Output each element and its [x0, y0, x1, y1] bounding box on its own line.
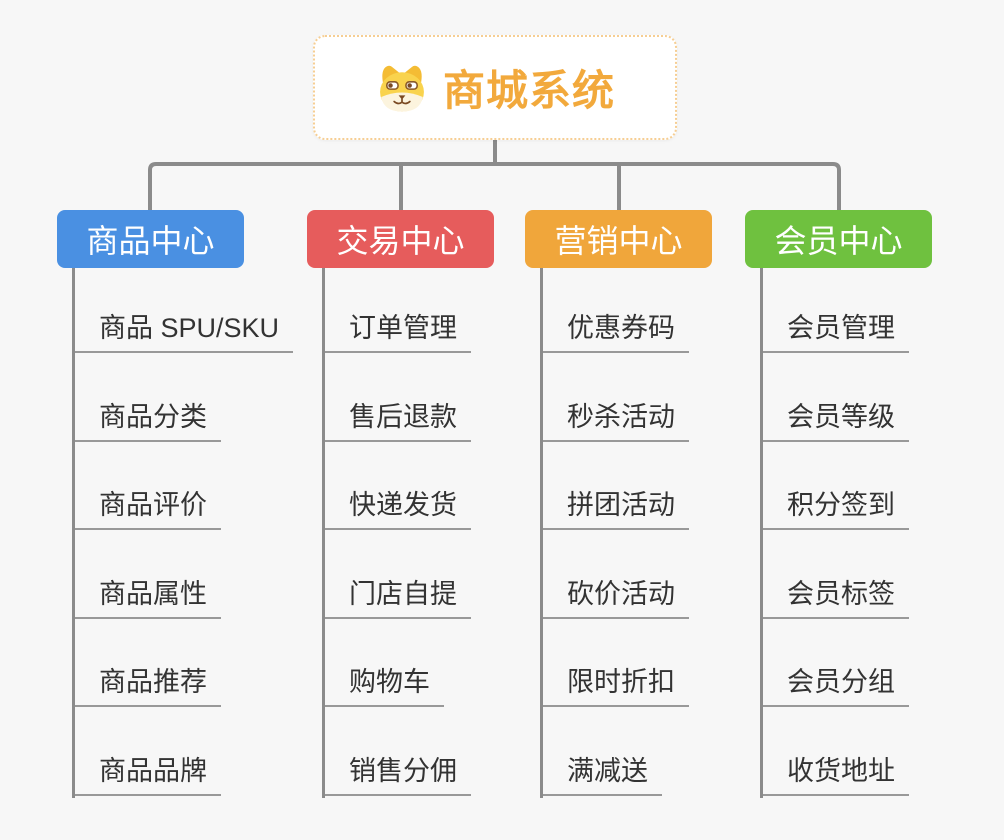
branch-label: 商品中心: [86, 223, 215, 259]
leaf-label: 秒杀活动: [540, 395, 689, 442]
leaf-node[interactable]: 售后退款: [322, 353, 567, 442]
branch-trunk-line: [540, 268, 543, 798]
leaf-node[interactable]: 会员分组: [760, 619, 1004, 708]
leaf-label: 订单管理: [322, 306, 471, 353]
branch-label: 会员中心: [774, 223, 903, 259]
leaf-node[interactable]: 会员等级: [760, 353, 1004, 442]
branch-node-marketing-center[interactable]: 营销中心: [525, 210, 712, 268]
leaf-node[interactable]: 销售分佣: [322, 707, 567, 796]
branch-label: 营销中心: [554, 223, 683, 259]
leaf-label: 购物车: [322, 660, 444, 708]
leaf-label: 砍价活动: [540, 572, 689, 619]
leaf-label: 限时折扣: [540, 660, 689, 708]
leaf-node[interactable]: 拼团活动: [540, 442, 785, 531]
leaf-label: 拼团活动: [540, 483, 689, 531]
leaf-label: 商品推荐: [72, 660, 221, 708]
branch-node-product-center[interactable]: 商品中心: [57, 210, 244, 268]
branch-trunk-line: [322, 268, 325, 798]
leaf-label: 会员等级: [760, 395, 909, 442]
branch-bus-line: [148, 162, 841, 210]
leaf-node[interactable]: 满减送: [540, 707, 785, 796]
branch-trunk-line: [72, 268, 75, 798]
branch-trunk-line: [760, 268, 763, 798]
leaf-node[interactable]: 会员标签: [760, 530, 1004, 619]
leaf-label: 销售分佣: [322, 749, 471, 796]
leaf-label: 会员分组: [760, 660, 909, 708]
leaf-label: 商品分类: [72, 395, 221, 442]
leaf-list-marketing-center: 优惠券码秒杀活动拼团活动砍价活动限时折扣满减送: [540, 268, 785, 796]
leaf-label: 积分签到: [760, 483, 909, 531]
leaf-label: 满减送: [540, 749, 662, 796]
leaf-list-product-center: 商品 SPU/SKU 商品分类商品评价商品属性商品推荐商品品牌: [72, 268, 317, 796]
leaf-node[interactable]: 商品 SPU/SKU: [72, 268, 317, 353]
leaf-node[interactable]: 收货地址: [760, 707, 1004, 796]
leaf-node[interactable]: 订单管理: [322, 268, 567, 353]
leaf-node[interactable]: 限时折扣: [540, 619, 785, 708]
leaf-node[interactable]: 商品属性: [72, 530, 317, 619]
leaf-node[interactable]: 快递发货: [322, 442, 567, 531]
leaf-node[interactable]: 商品评价: [72, 442, 317, 531]
leaf-label: 商品 SPU/SKU: [72, 306, 294, 353]
leaf-label: 售后退款: [322, 395, 471, 442]
leaf-node[interactable]: 砍价活动: [540, 530, 785, 619]
leaf-label: 门店自提: [322, 572, 471, 619]
leaf-node[interactable]: 会员管理: [760, 268, 1004, 353]
leaf-label: 优惠券码: [540, 306, 689, 353]
root-node[interactable]: 商城系统: [313, 35, 677, 140]
leaf-node[interactable]: 购物车: [322, 619, 567, 708]
leaf-node[interactable]: 商品推荐: [72, 619, 317, 708]
leaf-label: 商品属性: [72, 572, 221, 619]
branch-product-center: 商品中心 商品 SPU/SKU 商品分类商品评价商品属性商品推荐商品品牌: [57, 210, 317, 798]
leaf-label: 商品品牌: [72, 749, 221, 796]
branch-label: 交易中心: [336, 223, 465, 259]
branch-marketing-center: 营销中心 优惠券码秒杀活动拼团活动砍价活动限时折扣满减送: [525, 210, 785, 798]
branch-node-trade-center[interactable]: 交易中心: [307, 210, 494, 268]
branch-trade-center: 交易中心 订单管理售后退款快递发货门店自提购物车销售分佣: [307, 210, 567, 798]
leaf-label: 会员管理: [760, 306, 909, 353]
leaf-node[interactable]: 秒杀活动: [540, 353, 785, 442]
root-title: 商城系统: [442, 67, 615, 114]
leaf-label: 快递发货: [322, 483, 471, 531]
leaf-label: 商品评价: [72, 483, 221, 531]
leaf-label: 会员标签: [760, 572, 909, 619]
leaf-node[interactable]: 商品分类: [72, 353, 317, 442]
leaf-list-member-center: 会员管理会员等级积分签到会员标签会员分组收货地址: [760, 268, 1004, 796]
leaf-label: 收货地址: [760, 749, 909, 796]
branch-node-member-center[interactable]: 会员中心: [745, 210, 932, 268]
leaf-node[interactable]: 门店自提: [322, 530, 567, 619]
branch-member-center: 会员中心 会员管理会员等级积分签到会员标签会员分组收货地址: [745, 210, 1004, 798]
leaf-node[interactable]: 优惠券码: [540, 268, 785, 353]
leaf-node[interactable]: 积分签到: [760, 442, 1004, 531]
shiba-dog-face-icon: [375, 63, 429, 113]
leaf-node[interactable]: 商品品牌: [72, 707, 317, 796]
leaf-list-trade-center: 订单管理售后退款快递发货门店自提购物车销售分佣: [322, 268, 567, 796]
